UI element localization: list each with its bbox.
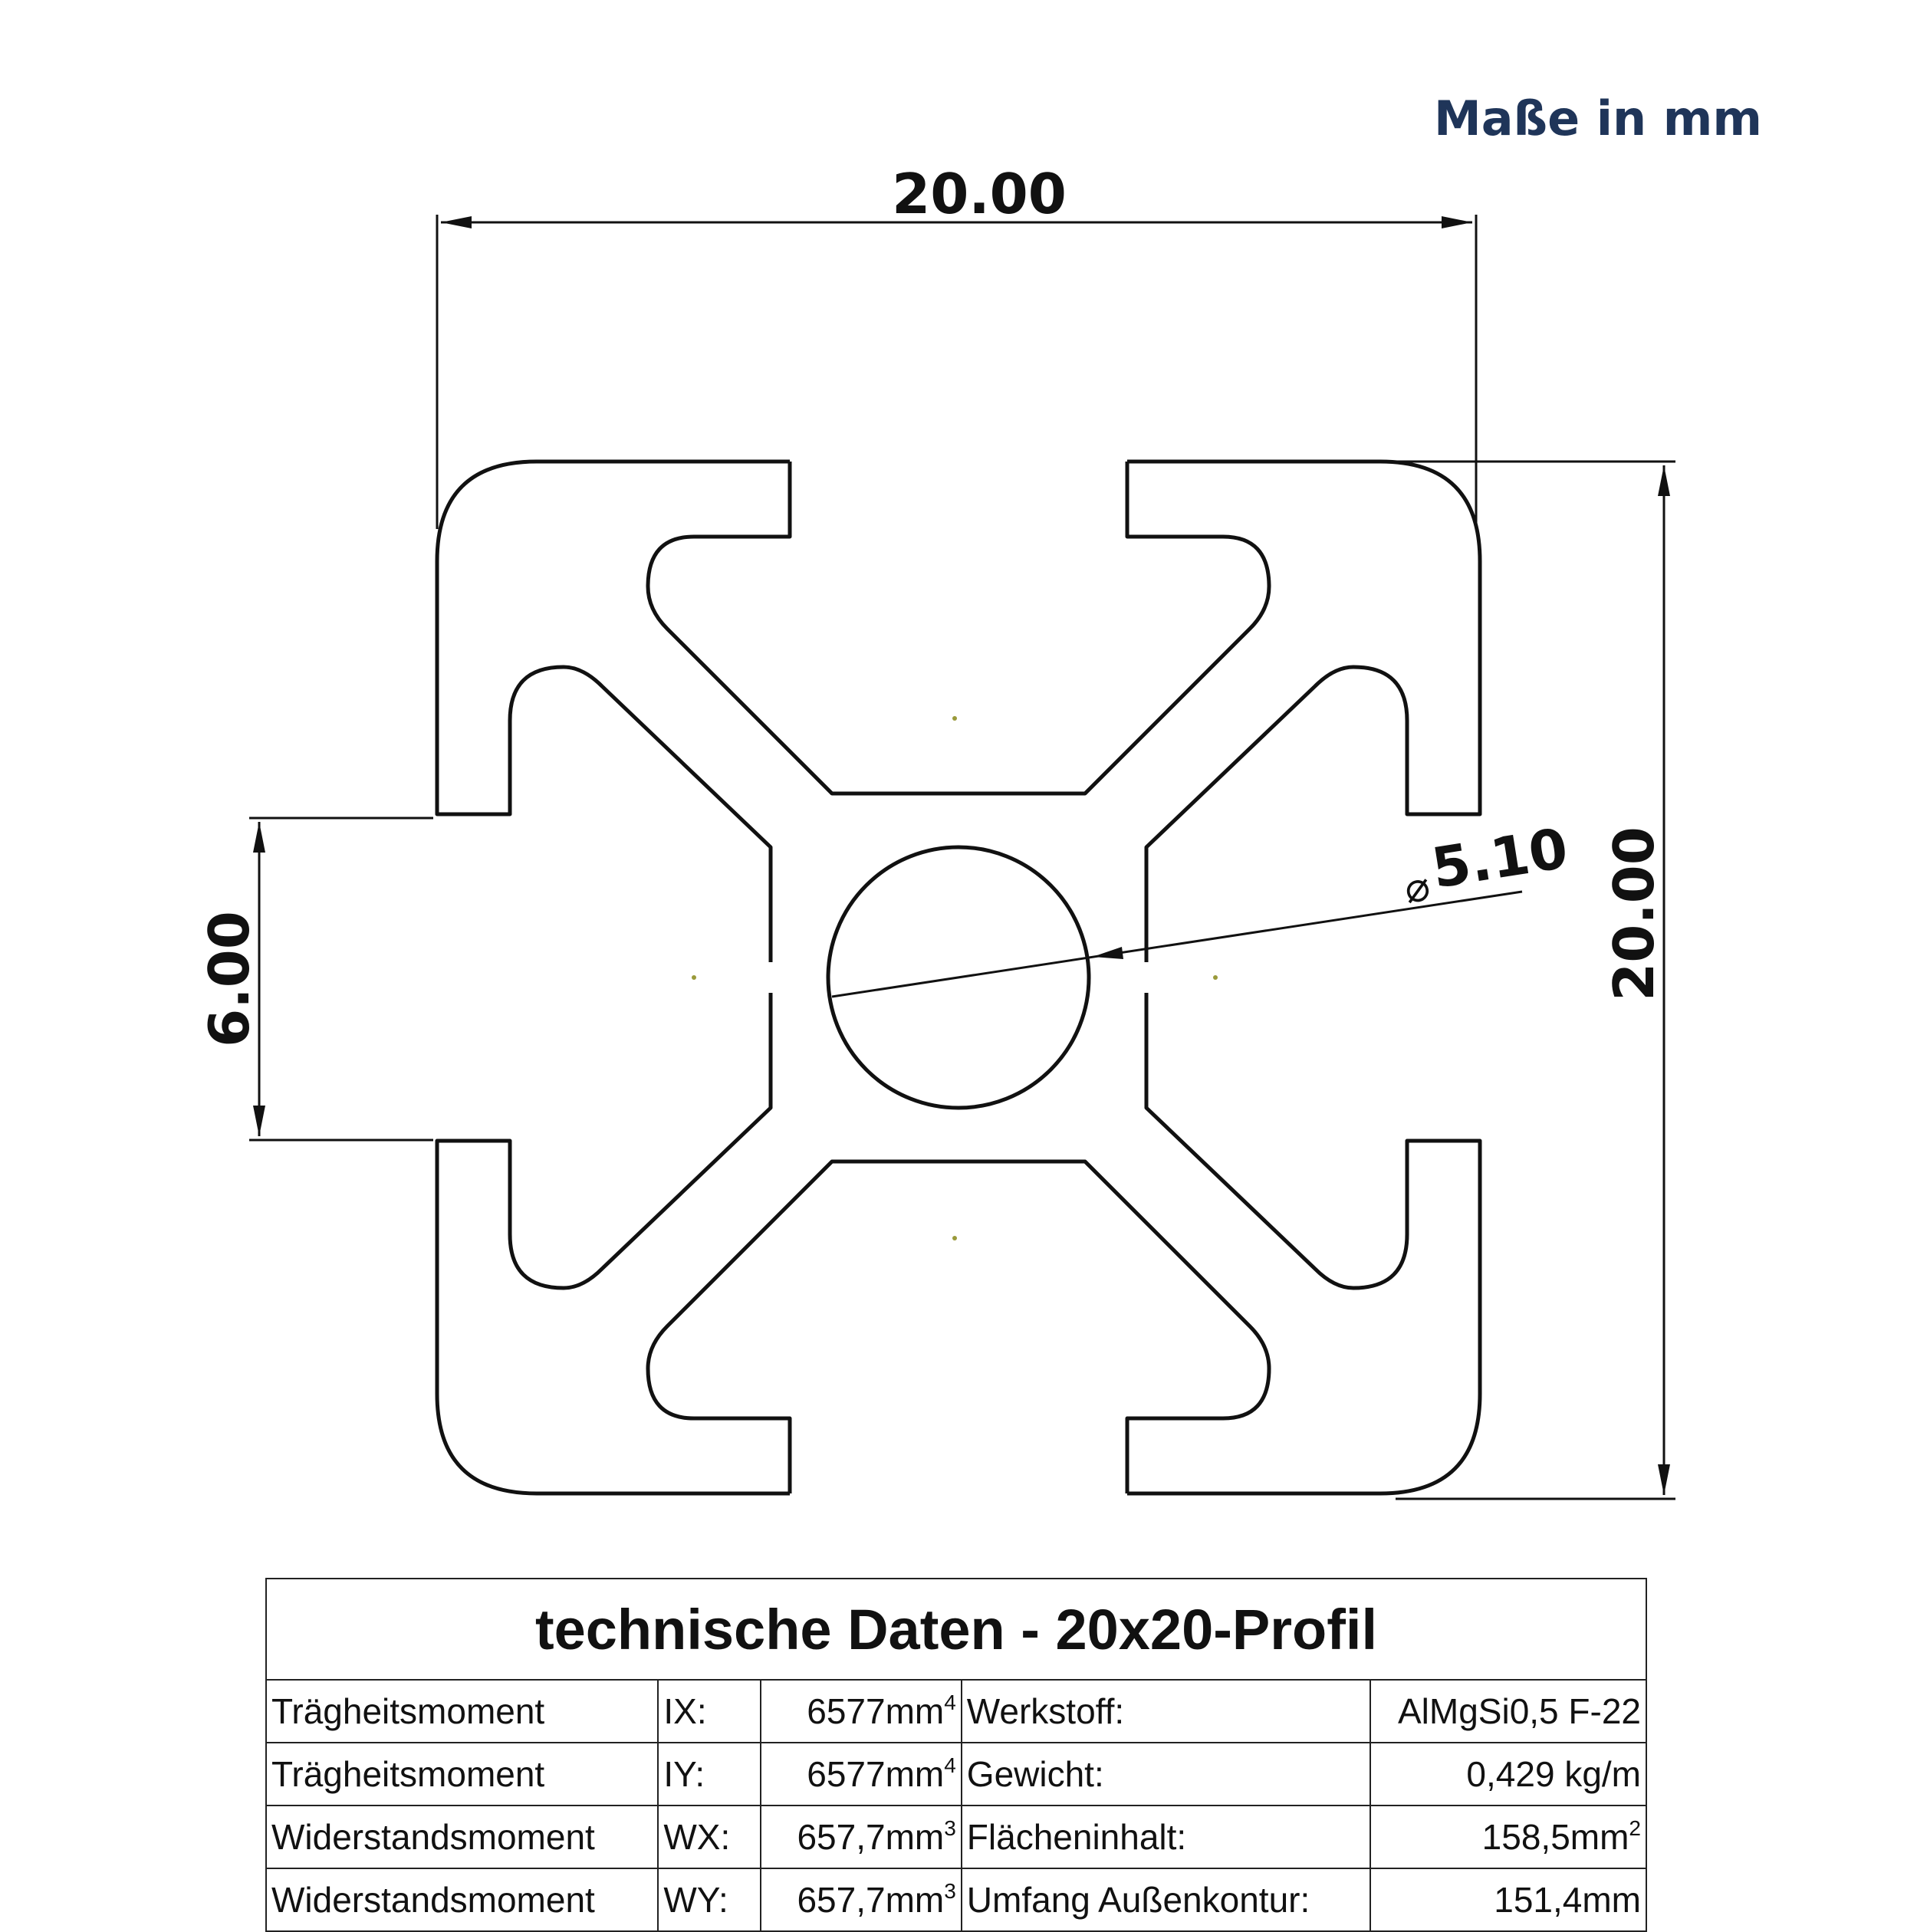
- table-title: technische Daten - 20x20-Profil: [265, 1578, 1647, 1681]
- profile-drawing: 20.00 20.00 6.00 ⌀ 5.10: [197, 162, 1675, 1500]
- center-bore: [826, 845, 1091, 1110]
- bore-label: 5.10: [1428, 816, 1573, 901]
- center-marks: [692, 716, 1218, 1240]
- width-label: 20.00: [892, 162, 1067, 226]
- width-dimension: [436, 215, 1478, 529]
- table-row: Trägheitsmoment IX: 6577mm4 Werkstoff: A…: [265, 1679, 1647, 1743]
- table-row: Widerstandsmoment WY: 657,7mm3 Umfang Au…: [265, 1868, 1647, 1932]
- technical-data-table: technische Daten - 20x20-Profil Trägheit…: [265, 1578, 1647, 1932]
- units-note: Maße in mm: [1434, 90, 1762, 146]
- height-dimension: [1396, 460, 1675, 1500]
- slot-dimension: [249, 816, 433, 1142]
- table-row: Trägheitsmoment IY: 6577mm4 Gewicht: 0,4…: [265, 1742, 1647, 1806]
- slot-label: 6.00: [197, 911, 261, 1047]
- table-row: Widerstandsmoment WX: 657,7mm3 Flächenin…: [265, 1805, 1647, 1869]
- diameter-symbol: ⌀: [1401, 862, 1433, 913]
- bore-dimension: [831, 890, 1523, 998]
- height-label: 20.00: [1602, 826, 1666, 1001]
